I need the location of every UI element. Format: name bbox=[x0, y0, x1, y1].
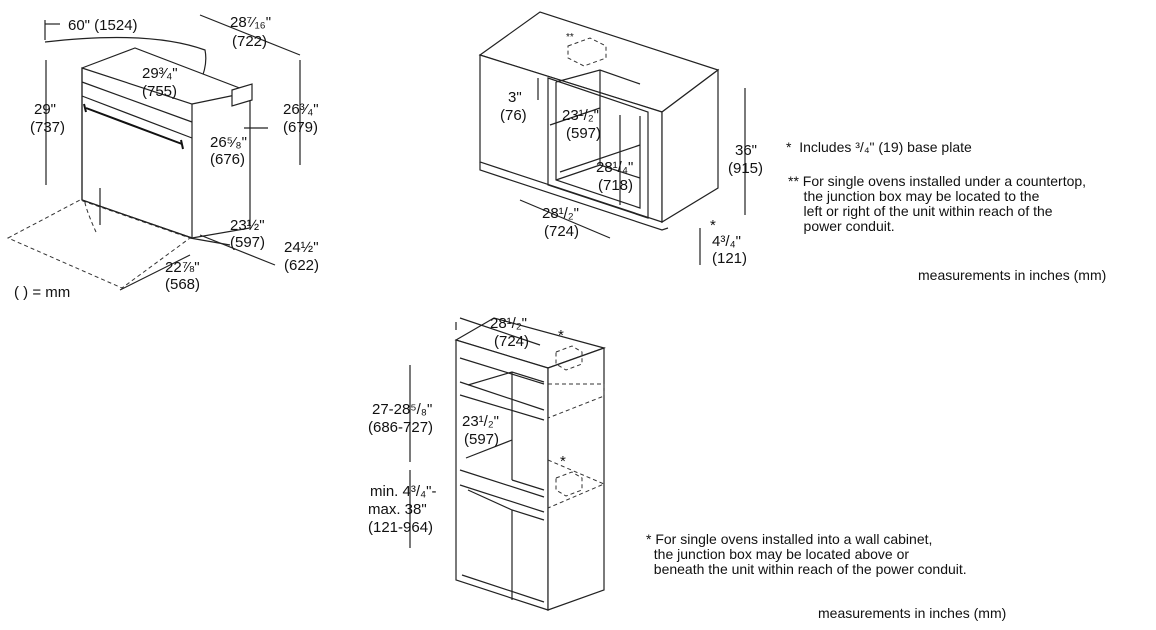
wall-depth-mm: (597) bbox=[464, 431, 499, 448]
height-mm: (737) bbox=[30, 119, 65, 136]
depth-top-mm: (722) bbox=[232, 33, 267, 50]
uc-height-open-mm: (718) bbox=[598, 177, 633, 194]
base-star: * bbox=[710, 217, 716, 234]
gap-top-mm: (76) bbox=[500, 107, 527, 124]
total-height-label: 36" bbox=[735, 142, 757, 159]
cord-length-label: 60" (1524) bbox=[68, 17, 138, 34]
side-depth-mm: (622) bbox=[284, 257, 319, 274]
note-undercounter-junction: ** For single ovens installed under a co… bbox=[788, 173, 1087, 234]
uc-height-open-label: 28¹/₄" bbox=[596, 159, 633, 176]
units-note-top: measurements in inches (mm) bbox=[918, 267, 1107, 283]
height-back-mm: (679) bbox=[283, 119, 318, 136]
wall-range-mm: (121-964) bbox=[368, 519, 433, 536]
uc-depth-label: 23¹/₂" bbox=[562, 107, 599, 124]
base-height-mm: (121) bbox=[712, 250, 747, 267]
wall-width-label: 28¹/₂" bbox=[490, 315, 527, 332]
inner-height-mm: (676) bbox=[210, 151, 245, 168]
mm-legend: ( ) = mm bbox=[14, 284, 70, 301]
wall-width-mm: (724) bbox=[494, 333, 529, 350]
oven-drawing bbox=[6, 14, 301, 291]
base-height-label: 4³/₄" bbox=[712, 233, 741, 250]
note-wall-junction: * For single ovens installed into a wall… bbox=[646, 531, 967, 577]
wall-star-top: * bbox=[558, 327, 564, 344]
wall-min-label: min. 4³/₄"- bbox=[370, 483, 436, 500]
uc-width-open-label: 28¹/₂" bbox=[542, 205, 579, 222]
height-back-label: 26³⁄₄" bbox=[283, 101, 319, 118]
inner-height-label: 26⁵⁄₈" bbox=[210, 134, 247, 151]
side-depth-label: 24½" bbox=[284, 239, 319, 256]
width-front-mm: (755) bbox=[142, 83, 177, 100]
body-depth-label: 23½" bbox=[230, 217, 265, 234]
wall-height-range-label: 27-28⁵/₈" bbox=[372, 401, 432, 418]
wall-cabinet-labels: 28¹/₂" (724) * * 27-28⁵/₈" (686-727) 23¹… bbox=[368, 315, 566, 536]
note-base-plate: * Includes ³/₄" (19) base plate bbox=[786, 139, 972, 155]
door-swing-label: 22⅞" bbox=[165, 259, 200, 276]
wall-height-range-mm: (686-727) bbox=[368, 419, 433, 436]
wall-depth-label: 23¹/₂" bbox=[462, 413, 499, 430]
depth-top-label: 28⁷⁄₁₆" bbox=[230, 14, 271, 31]
uc-depth-mm: (597) bbox=[566, 125, 601, 142]
door-swing-mm: (568) bbox=[165, 276, 200, 293]
gap-top-label: 3" bbox=[508, 89, 522, 106]
uc-width-open-mm: (724) bbox=[544, 223, 579, 240]
body-depth-mm: (597) bbox=[230, 234, 265, 251]
units-note-bottom: measurements in inches (mm) bbox=[818, 605, 1007, 621]
junction-box-stars: ** bbox=[566, 32, 574, 43]
undercounter-drawing bbox=[478, 11, 746, 265]
height-label: 29" bbox=[34, 101, 56, 118]
oven-labels: 60" (1524) 28⁷⁄₁₆" (722) 29³⁄₄" (755) 29… bbox=[14, 14, 319, 301]
width-front-label: 29³⁄₄" bbox=[142, 65, 178, 82]
undercounter-labels: ** 3" (76) 23¹/₂" (597) 28¹/₄" (718) 28¹… bbox=[500, 32, 763, 267]
wall-star-mid: * bbox=[560, 453, 566, 470]
wall-max-label: max. 38" bbox=[368, 501, 427, 518]
total-height-mm: (915) bbox=[728, 160, 763, 177]
wall-cabinet-drawing bbox=[409, 317, 606, 611]
